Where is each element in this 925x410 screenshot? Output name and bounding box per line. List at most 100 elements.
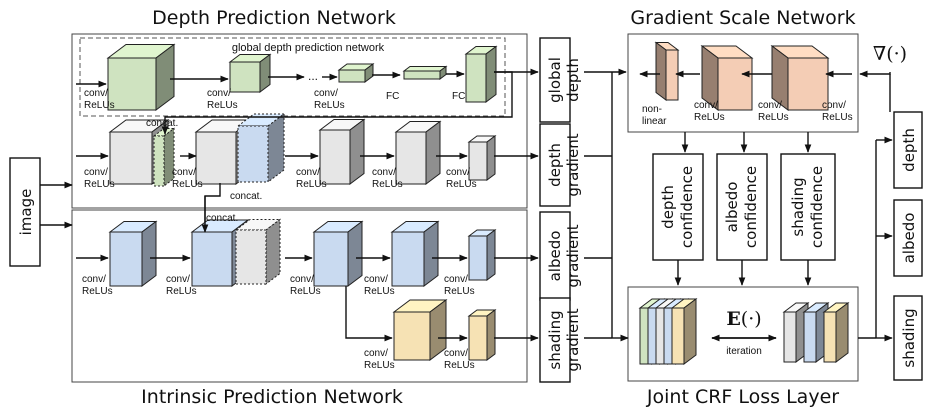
conv-relu-label: conv/ xyxy=(444,274,468,285)
output-depth-box xyxy=(893,111,923,189)
conv-relu-label: conv/ xyxy=(364,348,388,359)
nonlinear-label: non- xyxy=(642,104,662,115)
iteration-label: iteration xyxy=(726,346,762,357)
layer-block-front xyxy=(195,131,237,185)
conv-relu-label: ReLUs xyxy=(694,112,725,123)
layer-block-top xyxy=(402,66,448,72)
global-to-concat-arrow xyxy=(161,71,513,135)
layer-block-front xyxy=(109,131,153,185)
global-depth-label-1: global xyxy=(546,57,564,103)
depth-gradient-label-1: depth xyxy=(546,143,564,187)
conv-relu-label: ReLUs xyxy=(84,179,115,190)
conv-relu-label: conv/ xyxy=(694,100,718,111)
crf-layer-frame xyxy=(627,286,859,382)
conv-relu-label: ReLUs xyxy=(364,286,395,297)
layer-block-front xyxy=(229,61,261,93)
conv-relu-label: ReLUs xyxy=(84,100,115,111)
concat-label: concat. xyxy=(146,118,178,129)
conv-relu-label: ReLUs xyxy=(290,286,321,297)
intrinsic-network-frame xyxy=(71,209,528,383)
depth-confidence-box xyxy=(652,153,704,261)
conv-relu-label: ReLUs xyxy=(446,179,477,190)
layer-block-side xyxy=(423,220,439,287)
intrinsic-network-title: Intrinsic Prediction Network xyxy=(141,386,403,408)
depth-network-title: Depth Prediction Network xyxy=(152,7,396,29)
conv-relu-label: ReLUs xyxy=(444,360,475,371)
global-depth-label-2: depth xyxy=(564,58,582,102)
conv-relu-label: conv/ xyxy=(822,100,846,111)
conv-relu-label: ReLUs xyxy=(444,286,475,297)
layer-block-side xyxy=(835,302,849,363)
global-depth-frame-label: global depth prediction network xyxy=(232,42,385,54)
layer-block-front xyxy=(465,53,487,103)
conv-relu-label: conv/ xyxy=(372,167,396,178)
conv-relu-label: ReLUs xyxy=(822,112,853,123)
conv-relu-label: ReLUs xyxy=(314,100,345,111)
conv-relu-label: conv/ xyxy=(84,88,108,99)
gradient-operator: ∇(·) xyxy=(873,43,907,65)
layer-block-front xyxy=(787,57,829,111)
conv-relu-label: ReLUs xyxy=(372,179,403,190)
gradient-scale-frame xyxy=(627,33,859,133)
nonlinear-label: linear xyxy=(642,116,667,127)
conv-relu-label: conv/ xyxy=(290,274,314,285)
albedo-confidence-label-1: albedo xyxy=(723,182,741,233)
layer-block-front xyxy=(237,125,269,183)
input-image-box xyxy=(9,157,41,267)
crf-layer-title: Joint CRF Loss Layer xyxy=(646,386,839,408)
conv-relu-label: conv/ xyxy=(84,167,108,178)
layer-blocks xyxy=(106,41,850,365)
output-albedo-box xyxy=(893,199,923,277)
conv-relu-label: conv/ xyxy=(166,274,190,285)
output-shading-box xyxy=(893,295,923,381)
conv-relu-label: conv/ xyxy=(314,88,338,99)
albedo-confidence-label-2: confidence xyxy=(742,166,760,248)
concat-label: concat. xyxy=(230,191,262,202)
albedo-gradient-box xyxy=(539,211,571,301)
conv-relu-label: ReLUs xyxy=(82,286,113,297)
global-depth-box xyxy=(539,37,571,123)
albedo-gradient-label-1: albedo xyxy=(546,231,564,282)
layer-block-front xyxy=(313,231,349,287)
layer-block-side xyxy=(655,41,667,101)
layer-block-front xyxy=(319,129,351,185)
layer-block-front xyxy=(803,311,817,363)
conv-relu-label: conv/ xyxy=(364,274,388,285)
conv-relu-label: conv/ xyxy=(758,100,782,111)
shading-confidence-box xyxy=(780,153,836,261)
conv-relu-label: conv/ xyxy=(82,274,106,285)
layer-block-front xyxy=(338,69,366,83)
layer-block-front xyxy=(109,231,143,287)
layer-block-side xyxy=(347,220,363,287)
depth-confidence-label-2: confidence xyxy=(678,166,696,248)
layer-block-side xyxy=(486,135,496,181)
layer-block-side xyxy=(349,118,365,185)
conv-relu-label: conv/ xyxy=(172,167,196,178)
conv-relu-label: ReLUs xyxy=(172,179,203,190)
albedo-confidence-box xyxy=(716,153,768,261)
shading-confidence-label-2: confidence xyxy=(808,166,826,248)
conv-relu-label: conv/ xyxy=(207,88,231,99)
output-shading-label: shading xyxy=(900,308,918,367)
conv-relu-label: ReLUs xyxy=(364,360,395,371)
shading-confidence-label-1: shading xyxy=(789,177,807,236)
conv-relu-label: ReLUs xyxy=(296,179,327,190)
layer-block-side xyxy=(141,220,157,287)
layer-block-side xyxy=(265,218,281,285)
shading-gradient-label-1: shading xyxy=(546,310,564,369)
layer-block-top xyxy=(234,219,282,231)
layer-block-front xyxy=(191,231,233,287)
arrow xyxy=(345,286,393,342)
layer-block-side xyxy=(486,229,496,281)
conv-relu-label: conv/ xyxy=(446,167,470,178)
conv-relu-label: ReLUs xyxy=(758,112,789,123)
gradient-op-arrow xyxy=(859,70,891,78)
conv-relu-label: conv/ xyxy=(444,348,468,359)
layer-block-front xyxy=(671,307,685,365)
output-albedo-label: albedo xyxy=(900,213,918,264)
output-depth-label: depth xyxy=(900,128,918,172)
layer-block-front xyxy=(153,135,165,187)
layer-block-side xyxy=(683,298,697,365)
